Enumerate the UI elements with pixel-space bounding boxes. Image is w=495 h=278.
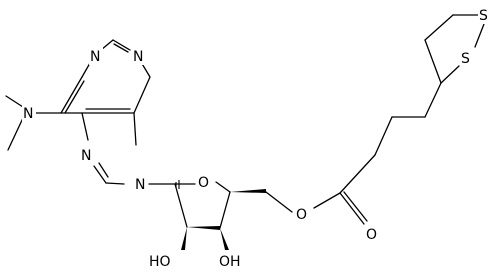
wedge-bond (187, 226, 220, 230)
stereo-bonds (175, 180, 266, 250)
atom-n1: N (90, 49, 100, 65)
atom-n3: N (133, 49, 143, 65)
wedge-bond (220, 228, 229, 250)
dithiolane-ring (424, 14, 485, 84)
atom-n-dimethyl: N (23, 106, 33, 122)
atom-n7: N (81, 148, 91, 164)
imidazole-ring (81, 112, 137, 185)
ribose-ring (174, 181, 231, 230)
atom-oh-3: OH (219, 254, 241, 270)
atom-o-ester: O (296, 207, 307, 223)
atom-labels: N N N N N O HO OH O O S S (22, 6, 492, 270)
pyrimidine-ring (60, 39, 151, 114)
atom-oh-2: HO (149, 254, 171, 270)
atom-s2: S (461, 51, 470, 67)
dimethylamino-group (5, 95, 62, 151)
atom-o-carbonyl: O (366, 227, 377, 243)
wedge-bond (181, 227, 187, 250)
atom-n9: N (135, 177, 145, 193)
valerate-chain (265, 65, 460, 225)
atom-s1: S (479, 8, 488, 24)
atom-o-ring: O (198, 175, 209, 191)
wedge-bond (230, 189, 266, 193)
